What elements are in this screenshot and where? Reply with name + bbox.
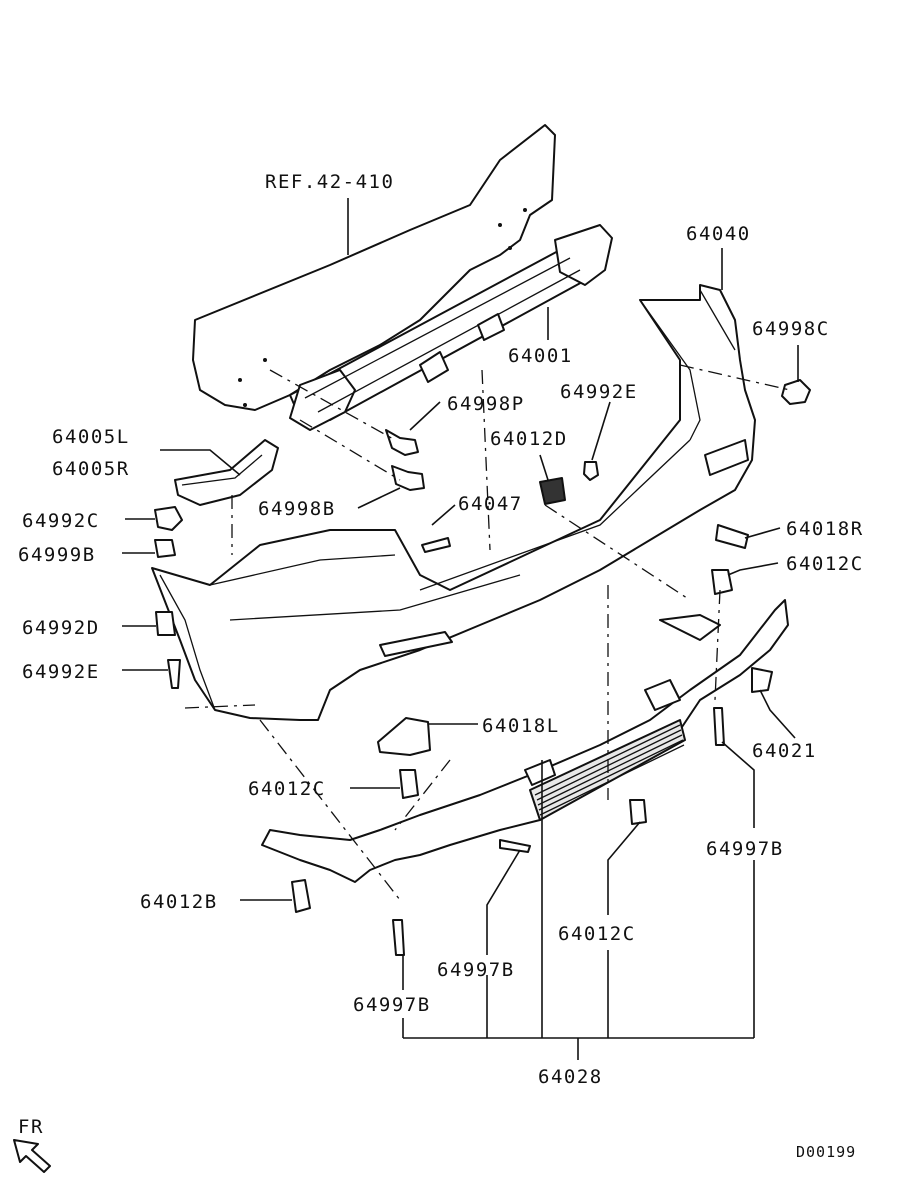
label-64012C-bottom: 64012C	[558, 923, 636, 945]
label-64018R: 64018R	[786, 518, 864, 540]
label-64998C: 64998C	[752, 318, 830, 340]
part-labels: REF.42-410 64040 64998C 64001 64998P 649…	[18, 171, 864, 1161]
label-64999B: 64999B	[18, 544, 96, 566]
bumper-fascia	[151, 284, 756, 721]
leader-lines	[122, 198, 799, 1060]
label-64998B: 64998B	[258, 498, 336, 520]
label-64012C-left: 64012C	[248, 778, 326, 800]
label-64021: 64021	[752, 740, 817, 762]
label-64047: 64047	[458, 493, 523, 515]
label-64012C-right: 64012C	[786, 553, 864, 575]
label-64040: 64040	[686, 223, 751, 245]
label-ref: REF.42-410	[265, 171, 394, 193]
label-front: FR	[18, 1116, 44, 1138]
label-64998P: 64998P	[447, 393, 525, 415]
label-64028: 64028	[538, 1066, 603, 1088]
label-64992E-top: 64992E	[560, 381, 638, 403]
diagram-code: D00199	[796, 1143, 856, 1161]
label-64012D: 64012D	[490, 428, 568, 450]
body-panel-reference	[192, 124, 556, 411]
label-64018L: 64018L	[482, 715, 560, 737]
label-64992C: 64992C	[22, 510, 100, 532]
side-bracket	[174, 439, 279, 506]
label-64997B-low: 64997B	[353, 994, 431, 1016]
label-64005L: 64005L	[52, 426, 130, 448]
label-64992E-left: 64992E	[22, 661, 100, 683]
label-64012B: 64012B	[140, 891, 218, 913]
label-64005R: 64005R	[52, 458, 130, 480]
assembly-guide-lines	[184, 364, 791, 901]
label-64997B-right: 64997B	[706, 838, 784, 860]
front-direction-arrow-icon	[13, 1139, 51, 1173]
label-64997B-mid: 64997B	[437, 959, 515, 981]
label-64001: 64001	[508, 345, 573, 367]
label-64992D: 64992D	[22, 617, 100, 639]
fasteners	[154, 379, 811, 956]
